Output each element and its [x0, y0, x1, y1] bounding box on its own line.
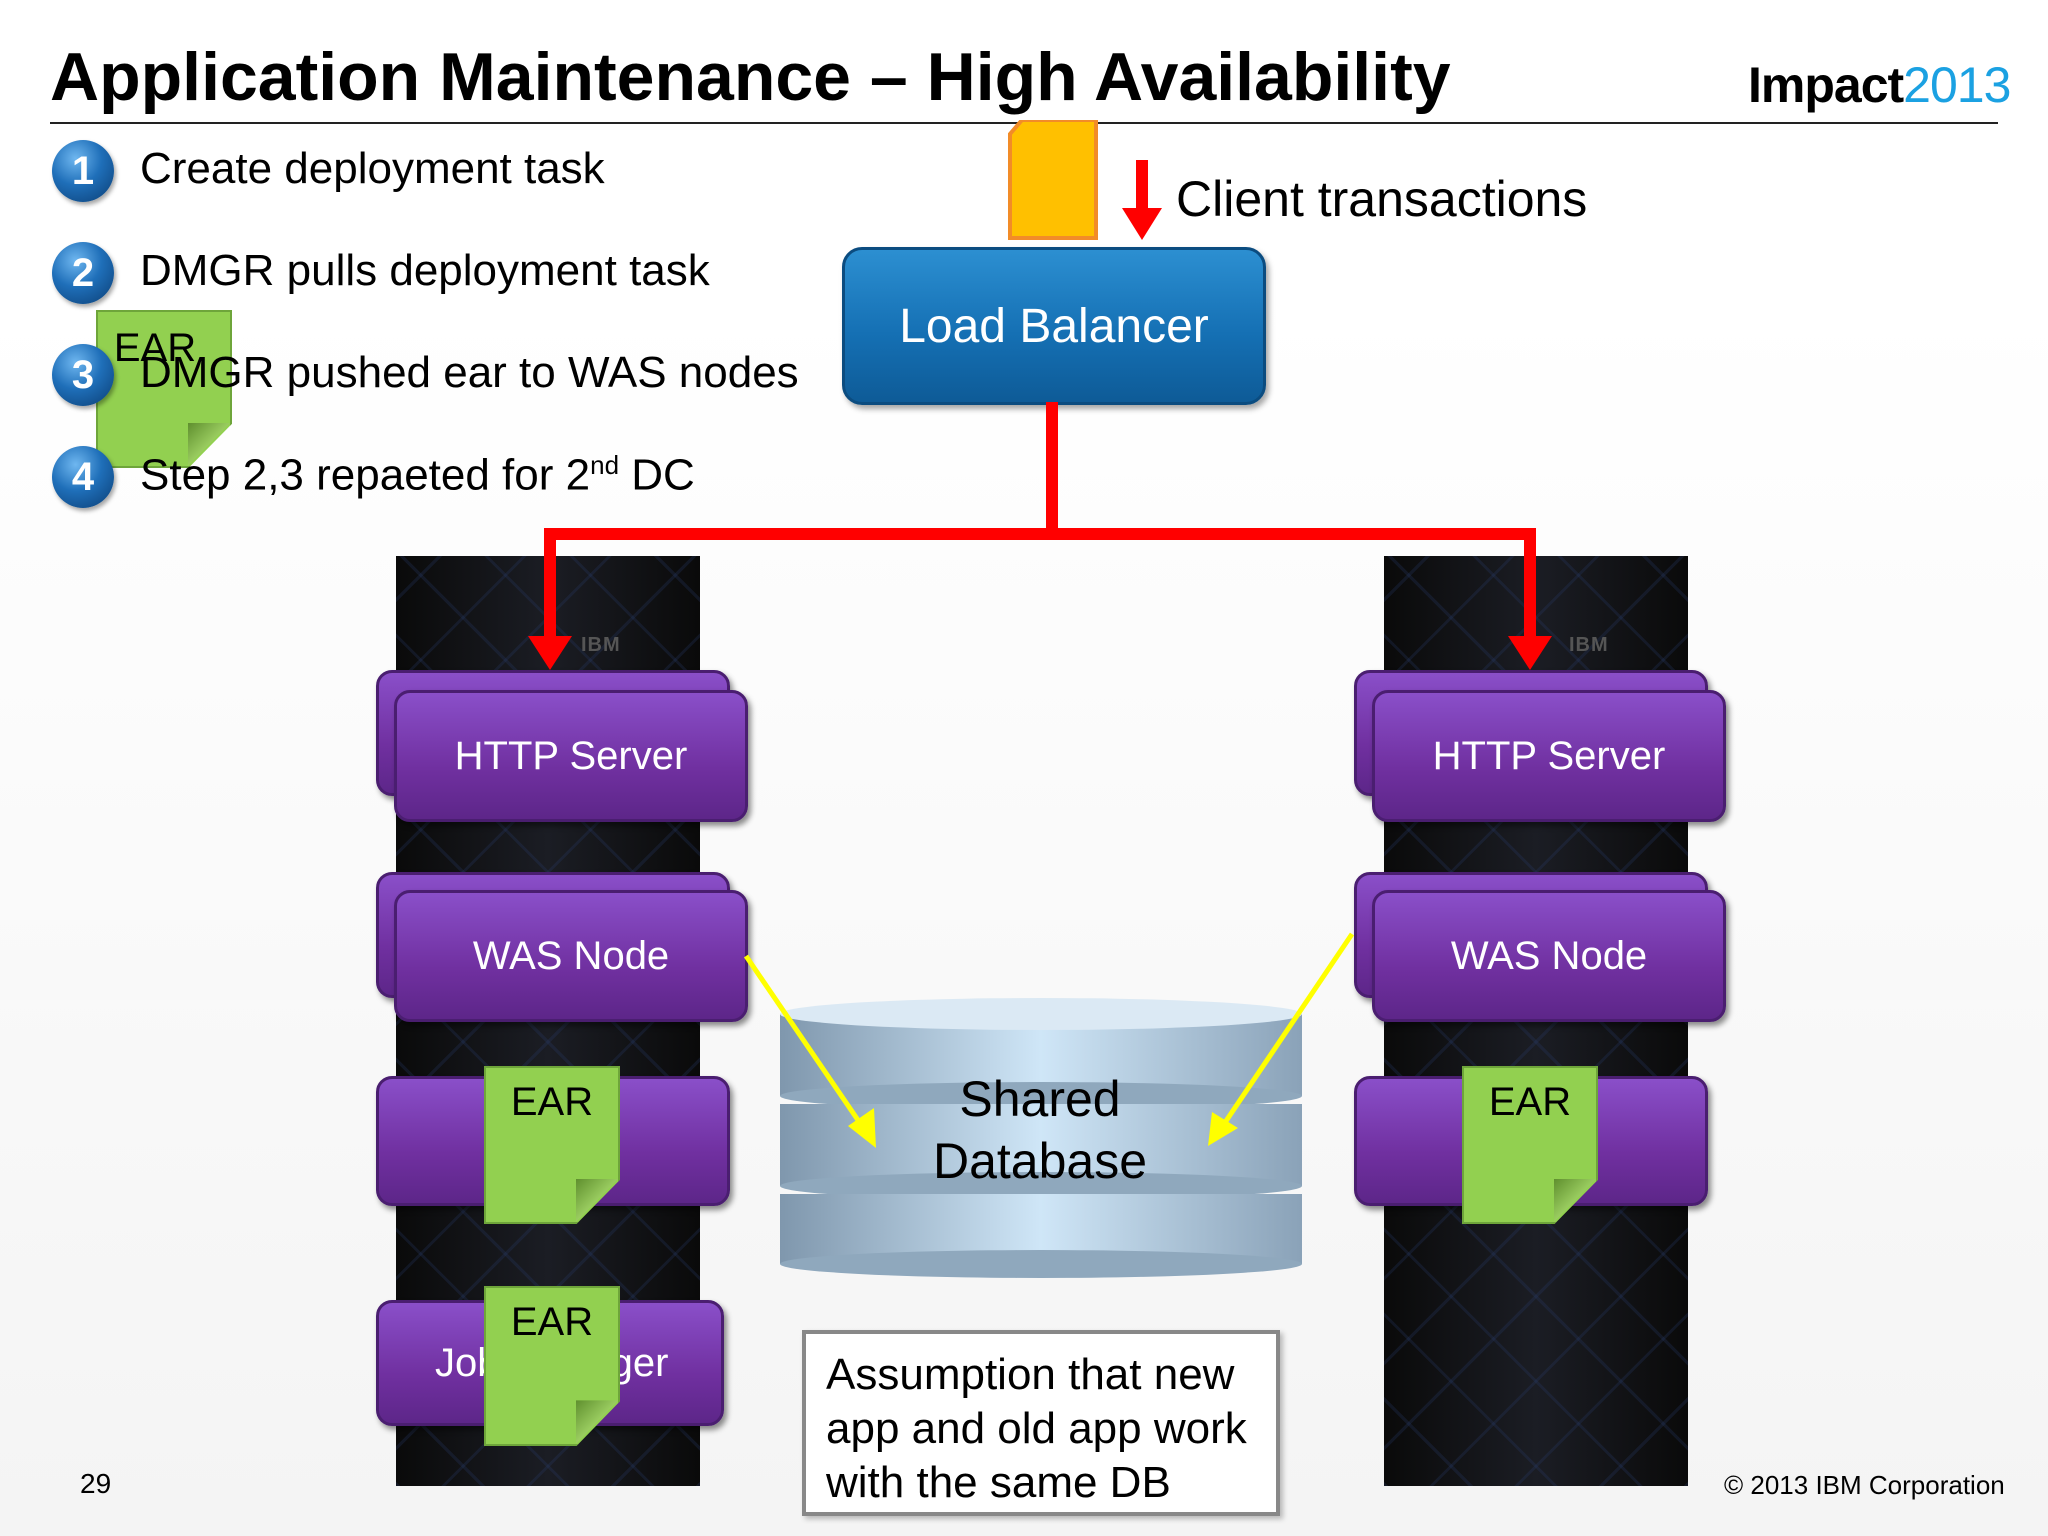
client-arrow-head — [1122, 208, 1162, 240]
right-http-arrow-head — [1508, 636, 1552, 670]
left-ear-document: EAR — [484, 1066, 620, 1224]
left-was-db-arrow-head — [848, 1108, 876, 1148]
right-was-db-arrow-head — [1208, 1112, 1238, 1146]
left-was-db-arrow-line — [743, 954, 865, 1128]
shared-database-label: Shared Database — [780, 1068, 1300, 1192]
step-2-number: 2 — [52, 242, 114, 304]
right-server-brand: IBM — [1569, 634, 1609, 656]
left-http-server-box: HTTP Server — [394, 690, 748, 822]
left-server-brand: IBM — [581, 634, 621, 656]
step-4-superscript: nd — [590, 450, 620, 480]
job-manager-ear-document: EAR — [484, 1286, 620, 1446]
copyright-notice: © 2013 IBM Corporation — [1724, 1470, 2005, 1500]
assumption-note: Assumption that new app and old app work… — [802, 1330, 1280, 1516]
left-was-node-box: WAS Node — [394, 890, 748, 1022]
step-4-number: 4 — [52, 446, 114, 508]
step-4-text: Step 2,3 repaeted for 2nd DC — [140, 450, 695, 501]
step-3-number: 3 — [52, 344, 114, 406]
client-packet-graphic — [1008, 120, 1162, 240]
slide-title: Application Maintenance – High Availabil… — [50, 39, 1451, 115]
db-tier-2-base — [780, 1172, 1302, 1200]
floating-ear-label: EAR — [113, 326, 197, 370]
step-3-text: DMGR pushed ear to WAS nodes — [140, 348, 799, 397]
logo-word: Impact — [1748, 57, 1904, 113]
right-ear-document: EAR — [1462, 1066, 1598, 1224]
db-tier-3-base — [780, 1250, 1302, 1278]
step-4-main: Step 2,3 repaeted for 2 — [140, 450, 591, 500]
page-number: 29 — [80, 1468, 112, 1499]
client-transactions-label: Client transactions — [1176, 171, 1588, 227]
load-balancer-box: Load Balancer — [842, 247, 1266, 405]
impact-logo: Impact2013 — [1748, 56, 2011, 114]
client-packet-icon — [1008, 120, 1098, 240]
step-4-tail: DC — [619, 450, 695, 500]
left-ear-label: EAR — [510, 1080, 594, 1124]
right-ear-label: EAR — [1488, 1080, 1572, 1124]
step-2-text: DMGR pulls deployment task — [140, 246, 710, 295]
db-top — [780, 998, 1302, 1030]
step-1-text: Create deployment task — [140, 144, 605, 193]
step-1-number: 1 — [52, 140, 114, 202]
right-was-db-arrow-line — [1221, 932, 1355, 1126]
logo-year: 2013 — [1903, 57, 2011, 113]
db-tier-1-base — [780, 1082, 1302, 1110]
lb-branch-arrow-line — [544, 528, 1536, 642]
left-http-arrow-head — [528, 636, 572, 670]
db-label-line-1: Shared — [959, 1071, 1121, 1127]
right-was-node-box: WAS Node — [1372, 890, 1726, 1022]
right-http-server-box: HTTP Server — [1372, 690, 1726, 822]
job-manager-ear-label: EAR — [510, 1300, 594, 1344]
db-label-line-2: Database — [932, 1133, 1148, 1189]
